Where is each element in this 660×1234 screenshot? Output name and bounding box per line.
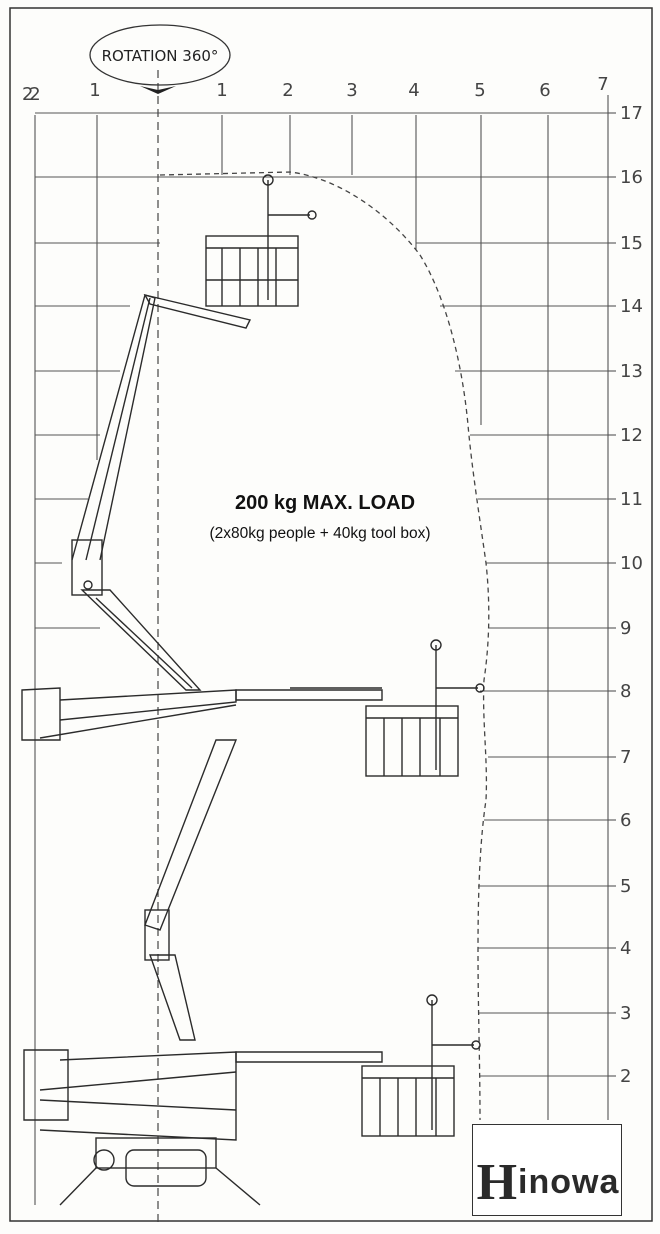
outer-frame xyxy=(9,7,653,1222)
hinowa-logo: Hinowa xyxy=(473,1153,623,1212)
top-axis-label: 1 xyxy=(89,80,100,101)
right-axis-label: 11 xyxy=(620,489,643,510)
right-axis-label: 10 xyxy=(620,553,643,574)
boom-top-position xyxy=(71,174,317,691)
max-load-title: 200 kg MAX. LOAD xyxy=(234,492,416,514)
top-axis-label: 3 xyxy=(346,80,357,101)
logo-box: Hinowa xyxy=(472,1124,622,1216)
max-load-subtitle: (2x80kg people + 40kg tool box) xyxy=(209,525,431,542)
right-axis-label: 6 xyxy=(620,810,631,831)
right-axis-label: 7 xyxy=(620,747,631,768)
left-axis-labels: 2 xyxy=(22,84,33,105)
top-axis-labels: 2 1 1 2 3 4 5 6 7 xyxy=(29,74,608,105)
top-axis-label: 5 xyxy=(474,80,485,101)
right-axis-labels: 17 16 15 14 13 12 11 10 9 8 7 6 5 4 3 2 xyxy=(620,103,643,1087)
logo-initial: H xyxy=(476,1154,519,1211)
rotation-label: ROTATION 360° xyxy=(102,47,219,65)
right-axis-label: 4 xyxy=(620,938,631,959)
right-axis-label: 3 xyxy=(620,1003,631,1024)
right-axis-label: 12 xyxy=(620,425,643,446)
top-axis-label: 2 xyxy=(282,80,293,101)
right-axis-label: 17 xyxy=(620,103,643,124)
top-axis-label: 6 xyxy=(539,80,550,101)
right-axis-label: 9 xyxy=(620,618,631,639)
top-axis-label: 2 xyxy=(29,84,40,105)
boom-bottom-position xyxy=(23,994,481,1206)
boom-middle-position xyxy=(21,639,485,1041)
right-ticks xyxy=(608,112,616,1077)
left-axis-label: 2 xyxy=(22,84,33,105)
top-axis-label: 1 xyxy=(216,80,227,101)
vertical-grid xyxy=(34,95,609,1205)
top-axis-label: 7 xyxy=(597,74,608,95)
right-axis-label: 5 xyxy=(620,876,631,897)
top-axis-label: 4 xyxy=(408,80,419,101)
right-axis-label: 13 xyxy=(620,361,643,382)
right-axis-label: 16 xyxy=(620,167,643,188)
right-axis-label: 15 xyxy=(620,233,643,254)
right-axis-label: 2 xyxy=(620,1066,631,1087)
logo-rest: inowa xyxy=(518,1163,620,1201)
rotation-ellipse xyxy=(89,24,231,86)
working-envelope xyxy=(159,171,490,1121)
horizontal-grid xyxy=(35,112,608,1077)
rotation-arrow-icon xyxy=(140,86,176,94)
right-axis-label: 14 xyxy=(620,296,643,317)
right-axis-label: 8 xyxy=(620,681,631,702)
